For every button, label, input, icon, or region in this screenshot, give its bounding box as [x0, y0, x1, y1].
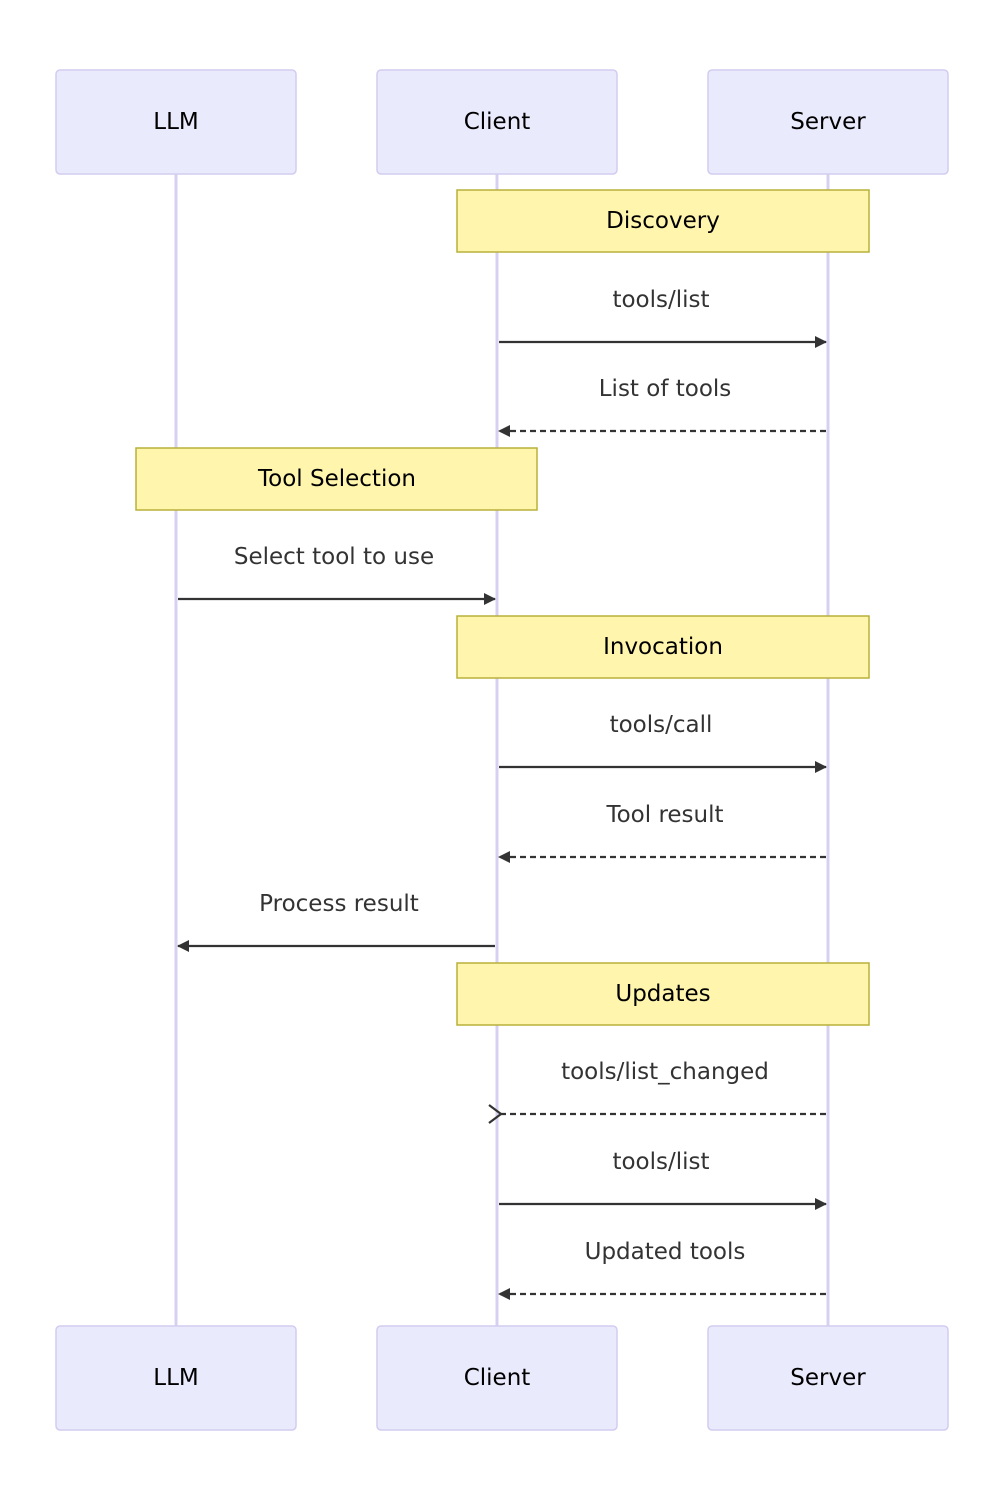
note-label: Tool Selection — [257, 466, 416, 492]
note-label: Discovery — [606, 208, 720, 234]
actor-client-bottom: Client — [376, 1325, 618, 1431]
actor-label: Client — [464, 109, 531, 135]
note-updates: Updates — [456, 962, 870, 1026]
message-label: List of tools — [599, 376, 732, 402]
note-label: Updates — [615, 981, 710, 1007]
actor-server-top: Server — [707, 69, 949, 175]
note-invocation: Invocation — [456, 615, 870, 679]
message-label: tools/call — [610, 712, 713, 738]
message-tools-list-2: tools/list — [499, 1149, 827, 1210]
actor-llm-bottom: LLM — [55, 1325, 297, 1431]
actor-label: LLM — [153, 1365, 198, 1391]
message-tools-list-changed: tools/list_changed — [488, 1059, 826, 1124]
message-process-result: Process result — [177, 891, 495, 952]
actor-label: LLM — [153, 109, 198, 135]
actor-label: Server — [790, 109, 866, 135]
actor-label: Server — [790, 1365, 866, 1391]
message-label: tools/list — [612, 287, 709, 313]
note-tool-selection: Tool Selection — [135, 447, 538, 511]
message-label: Select tool to use — [234, 544, 434, 570]
message-tools-call: tools/call — [499, 712, 827, 773]
message-label: Tool result — [605, 802, 723, 828]
actor-client-top: Client — [376, 69, 618, 175]
message-select-tool: Select tool to use — [178, 544, 496, 605]
message-list-of-tools: List of tools — [498, 376, 826, 437]
message-label: Process result — [259, 891, 419, 917]
message-label: Updated tools — [585, 1239, 746, 1265]
actor-server-bottom: Server — [707, 1325, 949, 1431]
note-label: Invocation — [603, 634, 723, 660]
message-tools-list: tools/list — [499, 287, 827, 348]
message-updated-tools: Updated tools — [498, 1239, 826, 1300]
note-discovery: Discovery — [456, 189, 870, 253]
actor-label: Client — [464, 1365, 531, 1391]
message-label: tools/list_changed — [561, 1059, 769, 1085]
actor-llm-top: LLM — [55, 69, 297, 175]
message-tool-result: Tool result — [498, 802, 826, 863]
message-label: tools/list — [612, 1149, 709, 1175]
